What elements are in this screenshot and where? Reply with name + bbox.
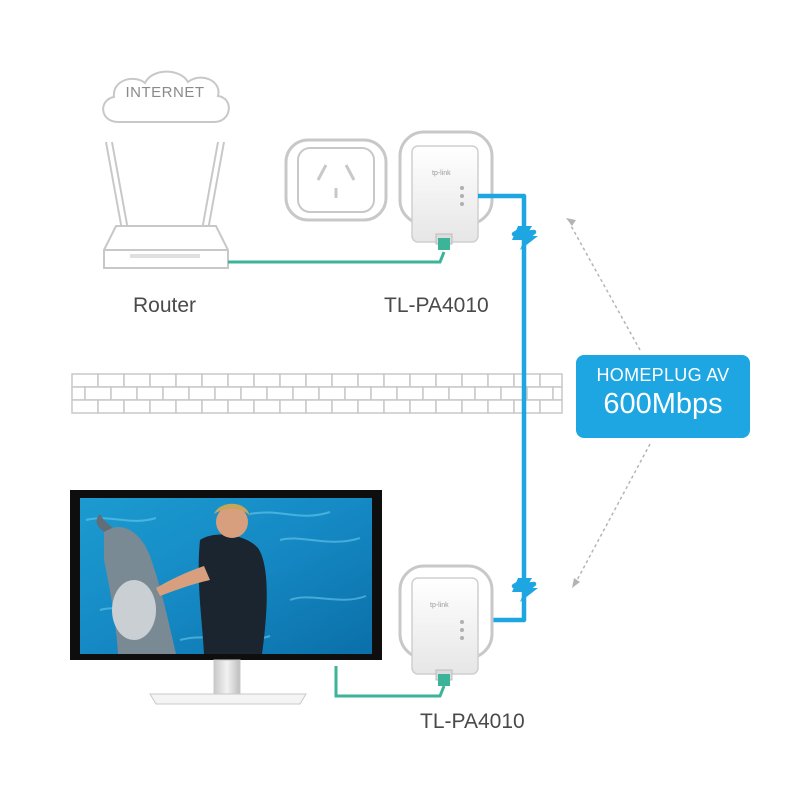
wall-brick [97,373,125,388]
wall-brick [396,386,424,401]
wall-brick [461,399,489,414]
router-label: Router [133,294,197,317]
wall-brick [253,399,281,414]
wall-brick [71,386,86,401]
powerline-adapter-icon: tp-link [398,130,494,250]
wall-socket-icon [284,138,388,222]
wall-brick [487,373,515,388]
wall-brick [123,399,151,414]
wall-brick [448,386,476,401]
wall-brick [110,386,138,401]
wall-brick [513,399,541,414]
lightning-icon [512,226,538,602]
wall-brick [214,386,242,401]
wall-brick [84,386,112,401]
wall-brick [539,373,563,388]
cloud-label: INTERNET [125,84,205,101]
router-icon [103,141,229,269]
wall-brick [305,399,333,414]
wall-brick [279,373,307,388]
wall-brick [227,373,255,388]
wall-brick [318,386,346,401]
wall-icon [71,373,563,414]
adapter-bottom-label: TL-PA4010 [420,710,525,733]
ethernet-cable-bottom [334,666,446,698]
wall-brick [201,399,229,414]
wall-brick [227,399,255,414]
wall-brick [279,399,307,414]
monitor-stand [149,659,307,705]
monitor-icon [70,490,382,660]
wall-brick [201,373,229,388]
powerline-adapter-icon: tp-link [398,564,494,686]
wall-brick [292,386,320,401]
wall-brick [71,399,99,414]
wall-brick [552,386,563,401]
wall-brick [435,373,463,388]
cloud-icon [102,70,230,123]
badge-speed: 600Mbps [603,388,723,420]
wall-brick [123,373,151,388]
wall-brick [266,386,294,401]
wall-brick [331,373,359,388]
signal-arrows [569,223,651,583]
wall-brick [539,399,563,414]
badge-standard: HOMEPLUG AV [596,365,730,385]
wall-brick [357,373,385,388]
wall-brick [409,399,437,414]
wall-brick [162,386,190,401]
wall-brick [331,399,359,414]
wall-brick [149,373,177,388]
wall-brick [175,373,203,388]
wall-brick [383,399,411,414]
wall-brick [409,373,437,388]
wall-brick [71,373,99,388]
wall-brick [149,399,177,414]
wall-brick [175,399,203,414]
adapter-top-brand: tp-link [432,170,451,177]
arrow-heads [566,218,580,588]
wall-brick [357,399,385,414]
homeplug-badge: HOMEPLUG AV 600Mbps [576,355,750,438]
wall-brick [253,373,281,388]
wall-brick [461,373,489,388]
wall-brick [513,373,541,388]
wall-brick [474,386,502,401]
wall-brick [422,386,450,401]
wall-brick [188,386,216,401]
ethernet-cable-top [228,251,446,264]
wall-brick [487,399,515,414]
wall-brick [344,386,372,401]
wall-brick [305,373,333,388]
adapter-top-label: TL-PA4010 [384,294,489,317]
wall-brick [136,386,164,401]
wall-brick [383,373,411,388]
wall-brick [97,399,125,414]
wall-brick [240,386,268,401]
wall-brick [370,386,398,401]
adapter-bottom-brand: tp-link [430,602,449,609]
wall-brick [526,386,554,401]
wall-brick [435,399,463,414]
